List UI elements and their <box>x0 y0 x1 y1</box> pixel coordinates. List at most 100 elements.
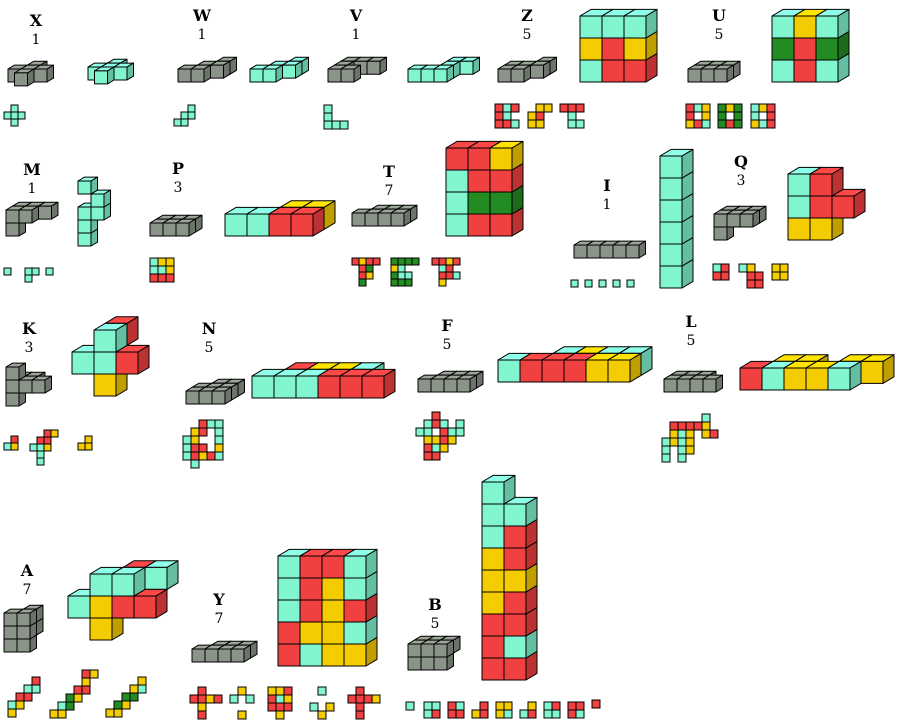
shape-i-gray <box>573 240 646 259</box>
cube-front <box>809 195 833 219</box>
piece-cell <box>438 264 447 273</box>
cube-front <box>321 599 345 623</box>
piece-cell <box>415 427 425 437</box>
shape-f-gray <box>417 370 484 393</box>
piece-cell <box>725 103 735 113</box>
piece-cell <box>567 119 577 129</box>
piece-cell <box>24 274 33 283</box>
cube-front <box>420 643 435 658</box>
piece-cell <box>10 442 19 451</box>
pieces-u-3 <box>750 103 776 129</box>
piece-cell <box>390 278 399 287</box>
piece-cell <box>455 701 465 711</box>
piece-cell <box>267 702 277 712</box>
cube-front <box>659 265 683 289</box>
cube-front <box>601 59 625 83</box>
piece-cell <box>495 709 505 719</box>
puzzle-letter-l: L <box>685 312 696 331</box>
cube-front <box>299 599 323 623</box>
puzzle-count-b: 5 <box>431 616 440 632</box>
pieces-b-7 <box>543 701 561 719</box>
piece-cell <box>358 278 367 287</box>
piece-cell <box>404 278 413 287</box>
piece-cell <box>3 267 12 276</box>
piece-cell <box>685 103 695 113</box>
piece-cell <box>712 263 722 273</box>
shape-l-gray <box>663 370 723 393</box>
cube-front <box>420 68 435 83</box>
piece-cell <box>543 709 553 719</box>
puzzle-count-x: 1 <box>32 32 41 48</box>
piece-cell <box>766 111 776 121</box>
piece-cell <box>43 436 52 445</box>
piece-cell <box>205 694 215 704</box>
cube-front <box>771 37 795 61</box>
cube-front <box>659 177 683 201</box>
cube-front <box>809 173 833 197</box>
pieces-q-1 <box>712 263 730 281</box>
puzzle-count-l: 5 <box>687 333 696 349</box>
shape-w-gray <box>177 56 237 83</box>
piece-cell <box>431 419 441 429</box>
cube-front <box>67 595 91 619</box>
piece-cell <box>137 676 147 686</box>
piece-cell <box>701 119 711 129</box>
pieces-u-2 <box>717 103 743 129</box>
piece-cell <box>36 436 45 445</box>
cube-front <box>700 68 715 83</box>
shape-y-solution <box>277 548 378 667</box>
piece-cell <box>149 265 159 275</box>
shape-p-gray <box>149 214 203 237</box>
cube-front <box>16 638 31 653</box>
piece-cell <box>198 451 208 461</box>
piece-cell <box>685 445 695 455</box>
piece-cell <box>423 427 433 437</box>
piece-cell <box>431 411 441 421</box>
piece-cell <box>438 278 447 287</box>
puzzle-count-f: 5 <box>443 337 452 353</box>
piece-cell <box>17 111 26 120</box>
piece-cell <box>725 119 735 129</box>
cube-front <box>3 625 18 640</box>
puzzle-letter-u: U <box>712 6 726 25</box>
piece-cell <box>10 104 19 113</box>
piece-cell <box>733 111 743 121</box>
piece-cell <box>685 421 695 431</box>
cube-front <box>299 643 323 667</box>
pieces-m <box>3 267 54 283</box>
piece-cell <box>423 443 433 453</box>
piece-cell <box>584 279 593 288</box>
pieces-b-9 <box>591 699 601 709</box>
cube-front <box>459 60 474 75</box>
piece-cell <box>283 694 293 704</box>
piece-cell <box>445 257 454 266</box>
cube-front <box>361 375 385 399</box>
cube-front <box>14 72 28 87</box>
piece-cell <box>431 435 441 445</box>
piece-cell <box>447 701 457 711</box>
cube-front <box>503 547 527 571</box>
cube-front <box>343 555 367 579</box>
cube-front <box>71 351 95 375</box>
piece-cell <box>84 435 93 444</box>
piece-cell <box>455 419 465 429</box>
cube-front <box>16 612 31 627</box>
cube-front <box>93 329 117 353</box>
piece-cell <box>771 263 781 273</box>
shape-x-solution <box>87 58 134 85</box>
piece-cell <box>750 103 760 113</box>
pieces-z-2 <box>527 103 553 129</box>
piece-cell <box>746 263 756 273</box>
pieces-b-6 <box>519 701 537 719</box>
piece-cell <box>685 111 695 121</box>
piece-cell <box>31 684 41 694</box>
piece-cell <box>198 427 208 437</box>
cube-front <box>277 577 301 601</box>
piece-cell <box>197 686 207 696</box>
piece-cell <box>65 701 75 711</box>
shape-f-solution <box>497 346 653 383</box>
piece-cell <box>733 119 743 129</box>
cube-front <box>162 222 177 237</box>
cube-front <box>815 15 839 39</box>
